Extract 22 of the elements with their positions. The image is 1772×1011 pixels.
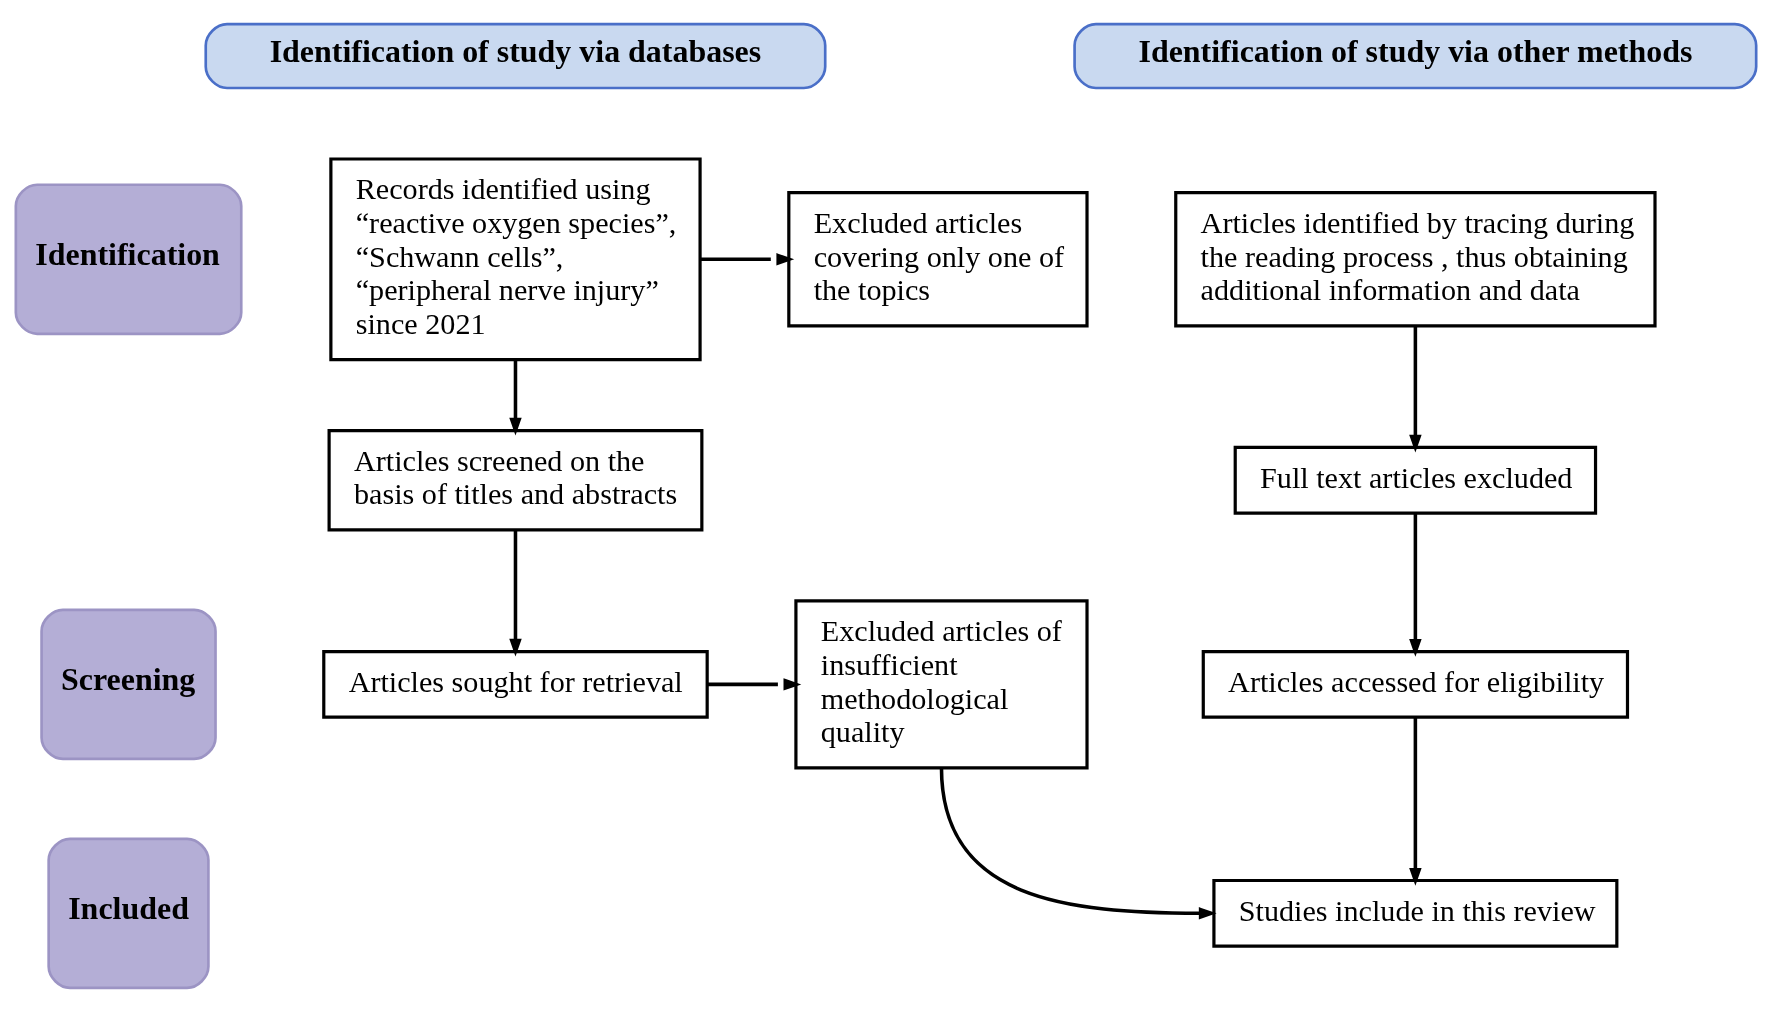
node-box: Articles accessed for eligibility — [1201, 649, 1630, 719]
arrow — [1409, 325, 1422, 453]
arrow — [509, 529, 522, 657]
arrow — [700, 252, 795, 265]
arrow — [509, 359, 522, 435]
node-box: Included — [47, 836, 210, 989]
arrow — [1409, 512, 1422, 657]
node-box: Identification of study via other methods — [1073, 22, 1758, 89]
node-box: Excluded articles of insufficient methodological quality — [794, 598, 1089, 769]
node-box: Articles identified by tracing during the reading process , thus obtaining additional information and data — [1174, 190, 1657, 327]
node-box: Screening — [40, 608, 217, 760]
node-box: Full text articles excluded — [1233, 445, 1598, 515]
arrow — [1409, 717, 1422, 886]
node-box: Identification — [14, 182, 243, 335]
node-box: Studies include in this review — [1212, 878, 1619, 948]
node-box: Articles sought for retrieval — [322, 649, 709, 719]
node-box: Records identified using “reactive oxygen species”, “Schwann cells”, “peripheral nerve injury” since 2021 — [329, 156, 702, 361]
node-box: Excluded articles covering only one of the topics — [787, 190, 1089, 327]
arrow — [939, 767, 1217, 920]
node-box: Articles screened on the basis of titles and abstracts — [327, 428, 704, 532]
arrow — [707, 677, 802, 691]
node-box: Identification of study via databases — [204, 22, 827, 89]
